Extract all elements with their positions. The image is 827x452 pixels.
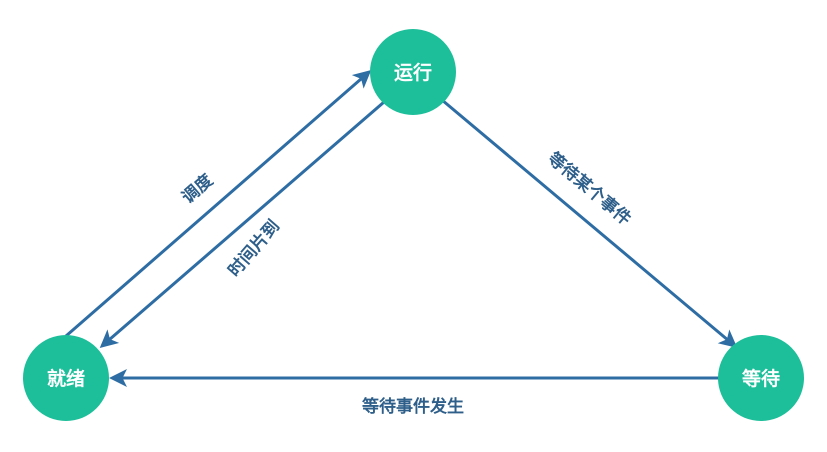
arrow-time-slice [99,100,385,348]
label-event-occurs: 等待事件发生 [362,396,464,417]
node-running: 运行 [370,29,456,115]
node-waiting-label: 等待 [741,367,780,390]
node-running-label: 运行 [394,61,432,84]
node-ready: 就绪 [23,335,109,421]
arrow-schedule [65,70,372,338]
label-time-slice: 时间片到 [224,216,284,281]
node-waiting-circle [718,335,804,421]
label-wait-event: 等待某个事件 [544,148,636,230]
label-schedule: 调度 [178,169,218,208]
node-waiting: 等待 [718,335,804,421]
node-ready-circle [23,335,109,421]
node-running-circle [370,29,456,115]
arrow-wait-event [441,98,738,348]
node-ready-label: 就绪 [47,367,85,390]
